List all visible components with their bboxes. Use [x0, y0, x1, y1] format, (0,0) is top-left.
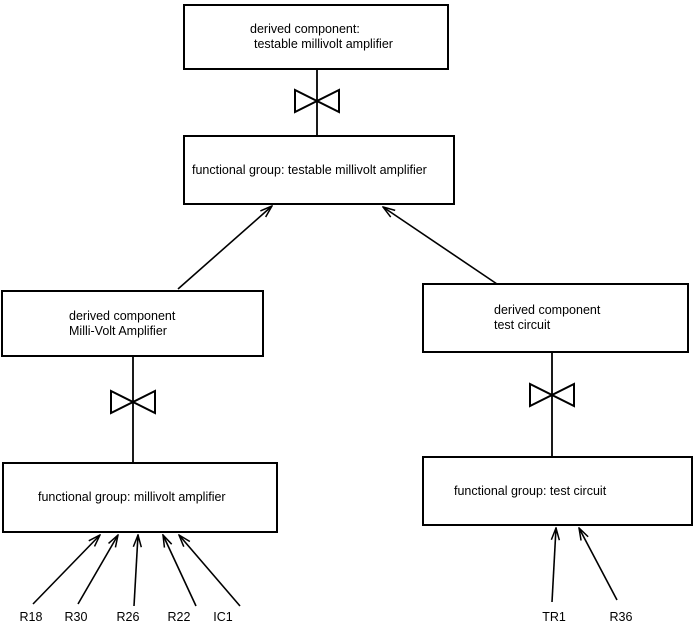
node-text-line: functional group: test circuit [454, 483, 607, 498]
node-derived-component-milli-volt-amplifier: derived component Milli-Volt Amplifier [1, 290, 264, 357]
node-text-line: functional group: testable millivolt amp… [192, 162, 427, 177]
leaf-label-r30: R30 [64, 610, 88, 624]
node-text-line: derived component [69, 308, 176, 323]
leaf-label-r22: R22 [167, 610, 191, 624]
node-functional-group-millivolt-amplifier: functional group: millivolt amplifier [2, 462, 278, 533]
node-derived-component-test-circuit: derived component test circuit [422, 283, 689, 353]
bowtie-icon-top [294, 88, 340, 114]
arrow-leaf-tr1 [552, 528, 556, 603]
node-functional-group-testable-millivolt-amplifier: functional group: testable millivolt amp… [183, 135, 455, 205]
node-text-line: test circuit [494, 318, 551, 332]
node-functional-group-test-circuit: functional group: test circuit [422, 456, 693, 526]
leaf-label-tr1: TR1 [542, 610, 566, 624]
leaf-label-r18: R18 [19, 610, 43, 624]
arrow-leaf-r30 [77, 535, 118, 605]
arrow-derived-right-to-functional-top [383, 207, 498, 285]
node-text-line: derived component: [250, 22, 360, 36]
arrow-leaf-r36 [579, 528, 618, 601]
arrow-leaf-r18 [32, 535, 100, 605]
bowtie-icon-right [529, 382, 575, 408]
leaf-label-r26: R26 [116, 610, 140, 624]
arrow-leaf-r22 [163, 535, 197, 607]
arrow-leaf-ic1 [179, 535, 241, 607]
node-text-line: Milli-Volt Amplifier [69, 323, 167, 338]
node-text-line: derived component [494, 303, 601, 317]
node-text-line: functional group: millivolt amplifier [38, 490, 226, 504]
node-text-line: testable millivolt amplifier [254, 37, 393, 51]
arrow-derived-left-to-functional-top [177, 206, 272, 290]
bowtie-icon-left [110, 389, 156, 415]
arrow-leaf-r26 [134, 535, 138, 607]
leaf-label-r36: R36 [609, 610, 633, 624]
node-derived-component-testable-millivolt-amplifier: derived component: testable millivolt am… [183, 4, 449, 70]
leaf-label-ic1: IC1 [213, 610, 233, 624]
